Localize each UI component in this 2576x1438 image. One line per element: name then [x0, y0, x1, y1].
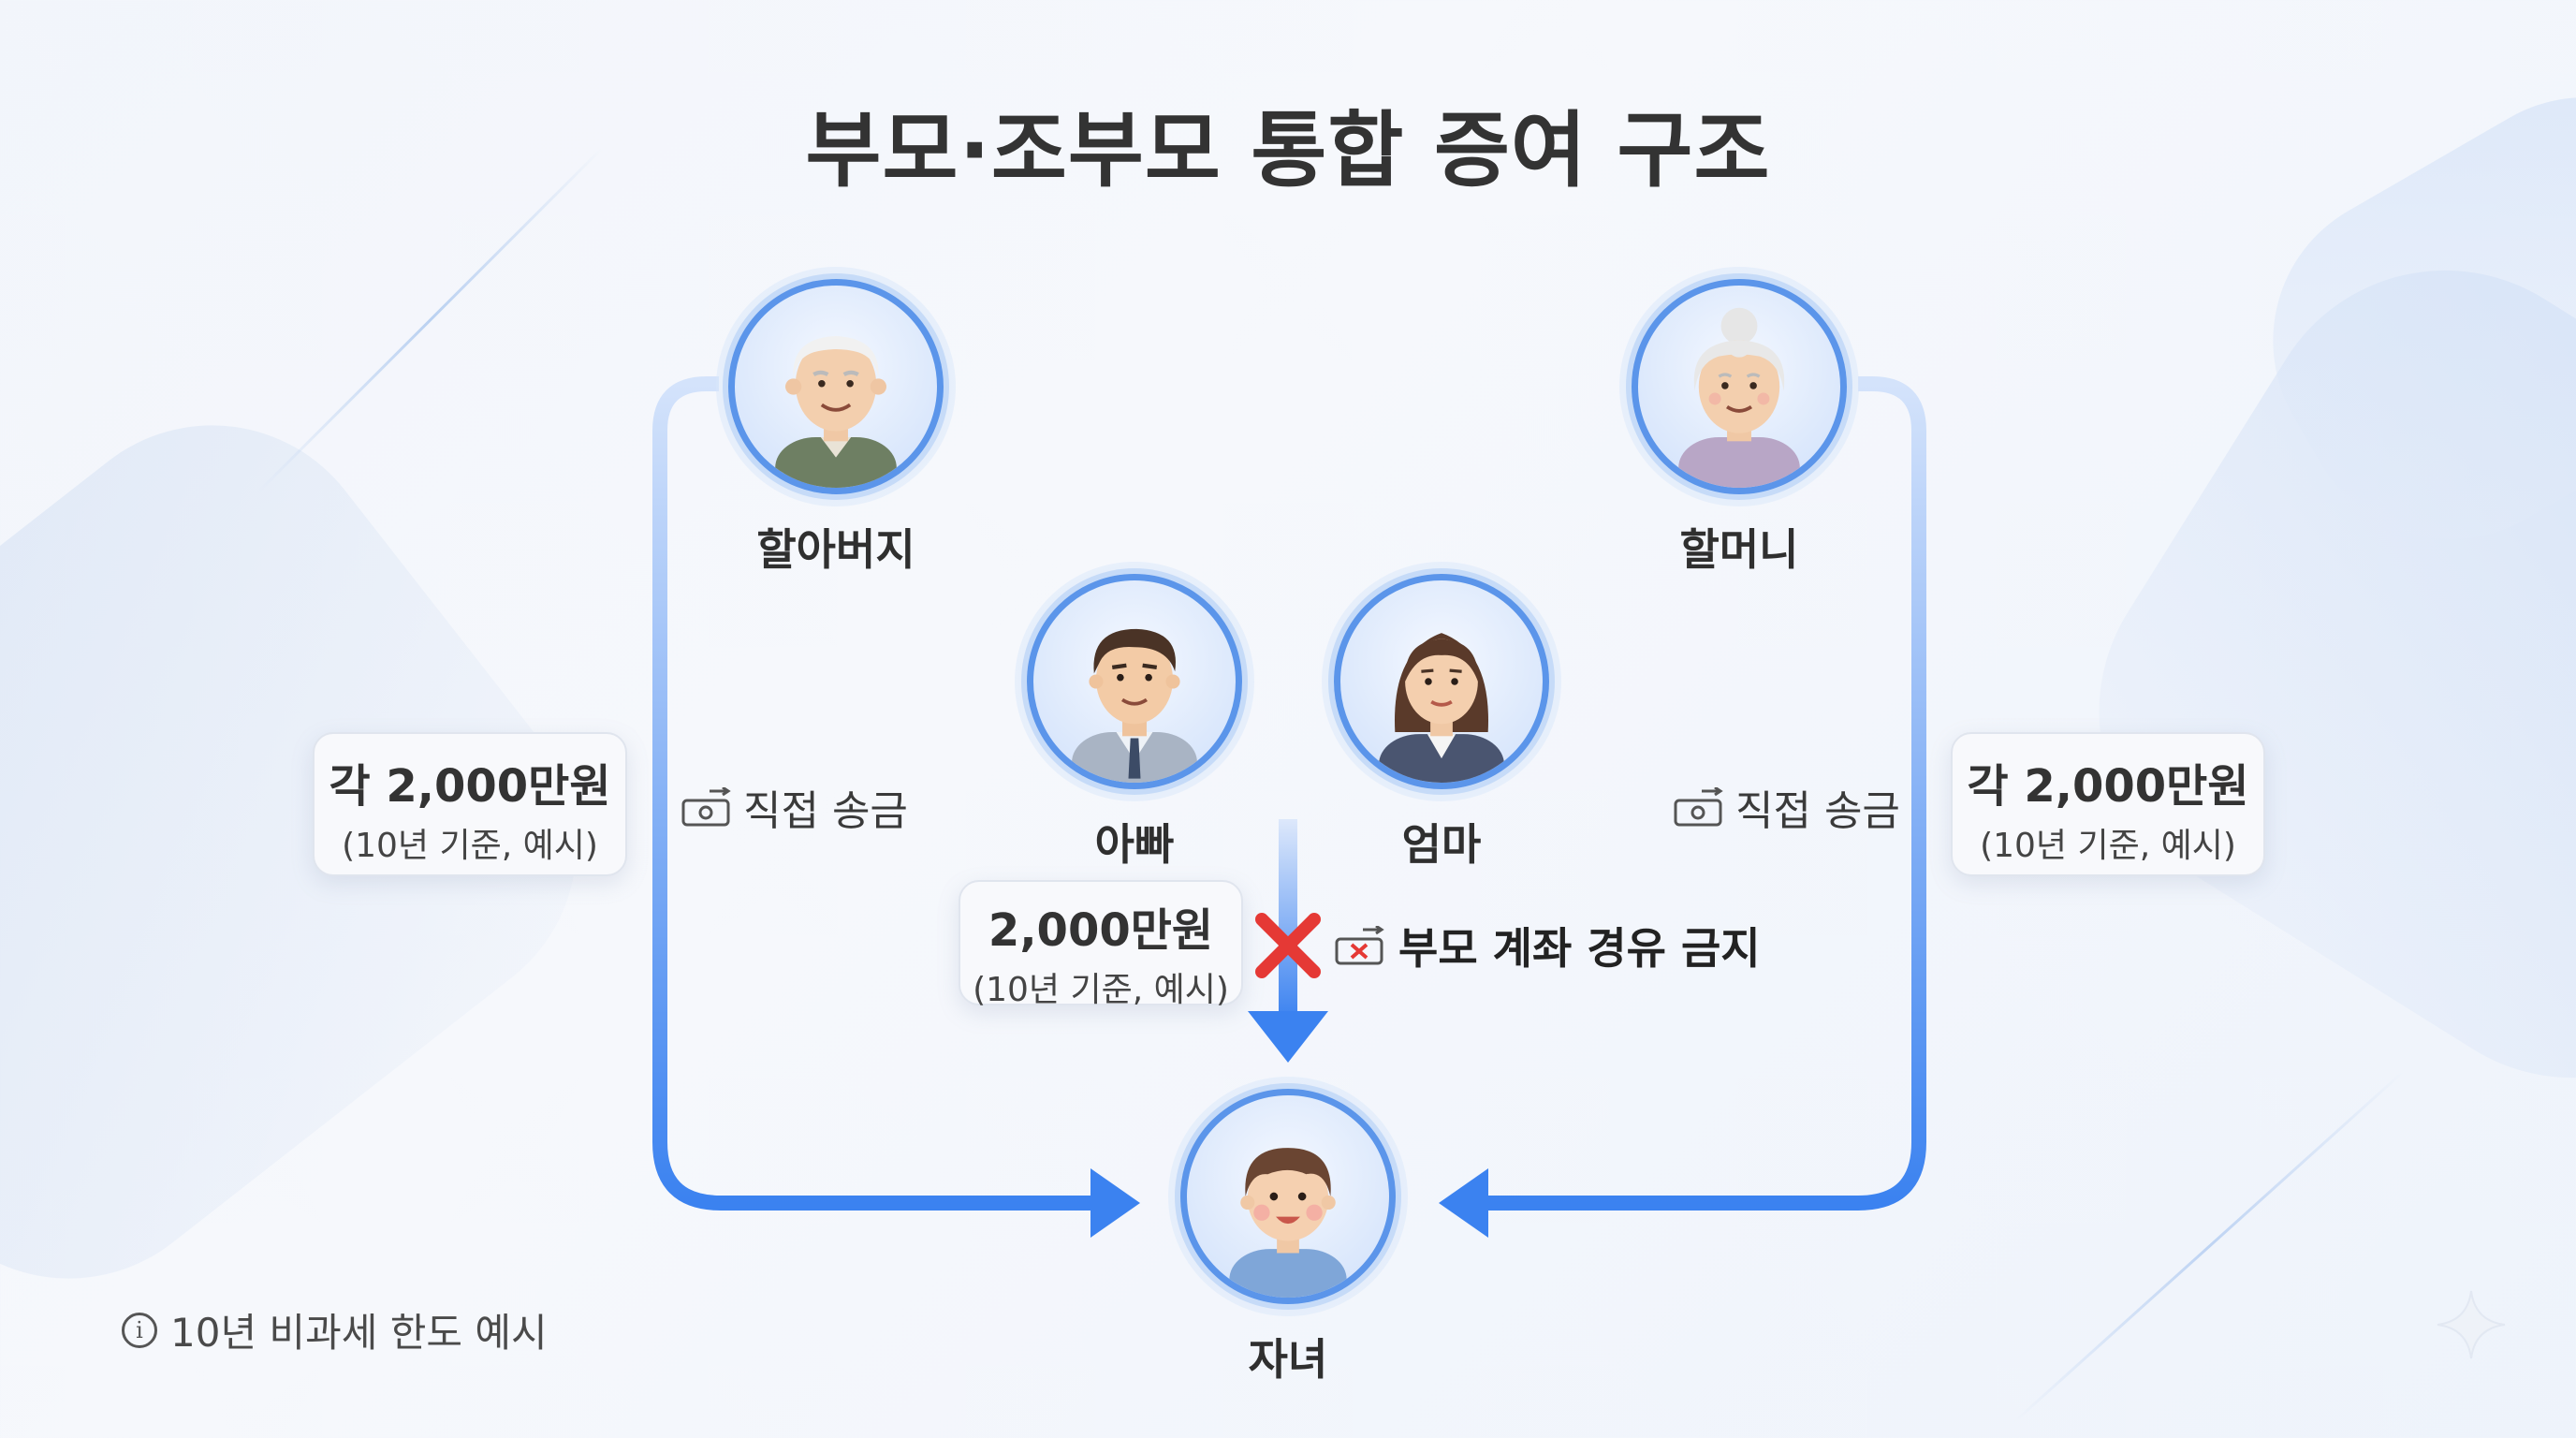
- amount-box-left: 각 2,000만원 (10년 기준, 예시): [313, 732, 627, 876]
- child-avatar: [1180, 1089, 1396, 1304]
- red-x-icon: [1255, 913, 1321, 978]
- direct-transfer-label: 직접 송금: [1735, 787, 1900, 835]
- footnote-text: 10년 비과세 한도 예시: [170, 1310, 548, 1356]
- warning-label: 부모 계좌 경유 금지: [1398, 923, 1761, 974]
- grandfather-label: 할아버지: [756, 524, 915, 575]
- mother-avatar: [1334, 574, 1549, 789]
- sparkle-icon: [2437, 1290, 2506, 1359]
- person-father: 아빠: [1008, 562, 1261, 873]
- amount-box-right: 각 2,000만원 (10년 기준, 예시): [1951, 732, 2265, 876]
- direct-transfer-right: 직접 송금: [1674, 777, 1900, 837]
- avatar-ring: [1168, 1077, 1408, 1316]
- warning-no-parent-account: 부모 계좌 경유 금지: [1252, 910, 1761, 981]
- right-flow-arrow: [1479, 376, 1926, 1211]
- amount-main: 2,000만원: [988, 904, 1214, 957]
- footnote: i 10년 비과세 한도 예시: [122, 1301, 548, 1358]
- direct-transfer-left: 직접 송금: [681, 777, 908, 837]
- amount-main: 각 2,000만원: [329, 760, 611, 813]
- amount-sub: (10년 기준, 예시): [342, 827, 598, 865]
- person-grandfather: 할아버지: [710, 267, 962, 578]
- amount-box-parents: 2,000만원 (10년 기준, 예시): [959, 880, 1243, 1009]
- amount-main: 각 2,000만원: [1967, 760, 2249, 813]
- mother-label: 엄마: [1401, 819, 1482, 870]
- middle-arrow-head: [1248, 1011, 1328, 1063]
- direct-transfer-label: 직접 송금: [743, 787, 908, 835]
- avatar-ring: [716, 267, 956, 506]
- avatar-ring: [1015, 562, 1254, 801]
- money-send-icon: [1674, 787, 1723, 827]
- grandmother-avatar: [1632, 279, 1847, 494]
- avatar-ring: [1322, 562, 1561, 801]
- person-child: 자녀: [1162, 1077, 1414, 1387]
- father-label: 아빠: [1094, 819, 1175, 870]
- amount-sub: (10년 기준, 예시): [973, 971, 1229, 1009]
- avatar-ring: [1619, 267, 1859, 506]
- person-grandmother: 할머니: [1613, 267, 1866, 578]
- right-arrow-head: [1439, 1168, 1488, 1238]
- left-flow-arrow: [652, 376, 1100, 1211]
- father-avatar: [1027, 574, 1242, 789]
- info-icon: i: [122, 1312, 157, 1348]
- amount-sub: (10년 기준, 예시): [1980, 827, 2236, 865]
- page-title: 부모·조부모 통합 증여 구조: [805, 102, 1771, 198]
- money-send-icon: [1335, 926, 1384, 965]
- money-send-icon: [681, 787, 731, 827]
- child-label: 자녀: [1248, 1334, 1328, 1385]
- grandmother-label: 할머니: [1679, 524, 1799, 575]
- left-arrow-head: [1090, 1168, 1140, 1238]
- grandfather-avatar: [728, 279, 944, 494]
- person-mother: 엄마: [1315, 562, 1568, 873]
- middle-flow-arrow: [1279, 819, 1297, 1020]
